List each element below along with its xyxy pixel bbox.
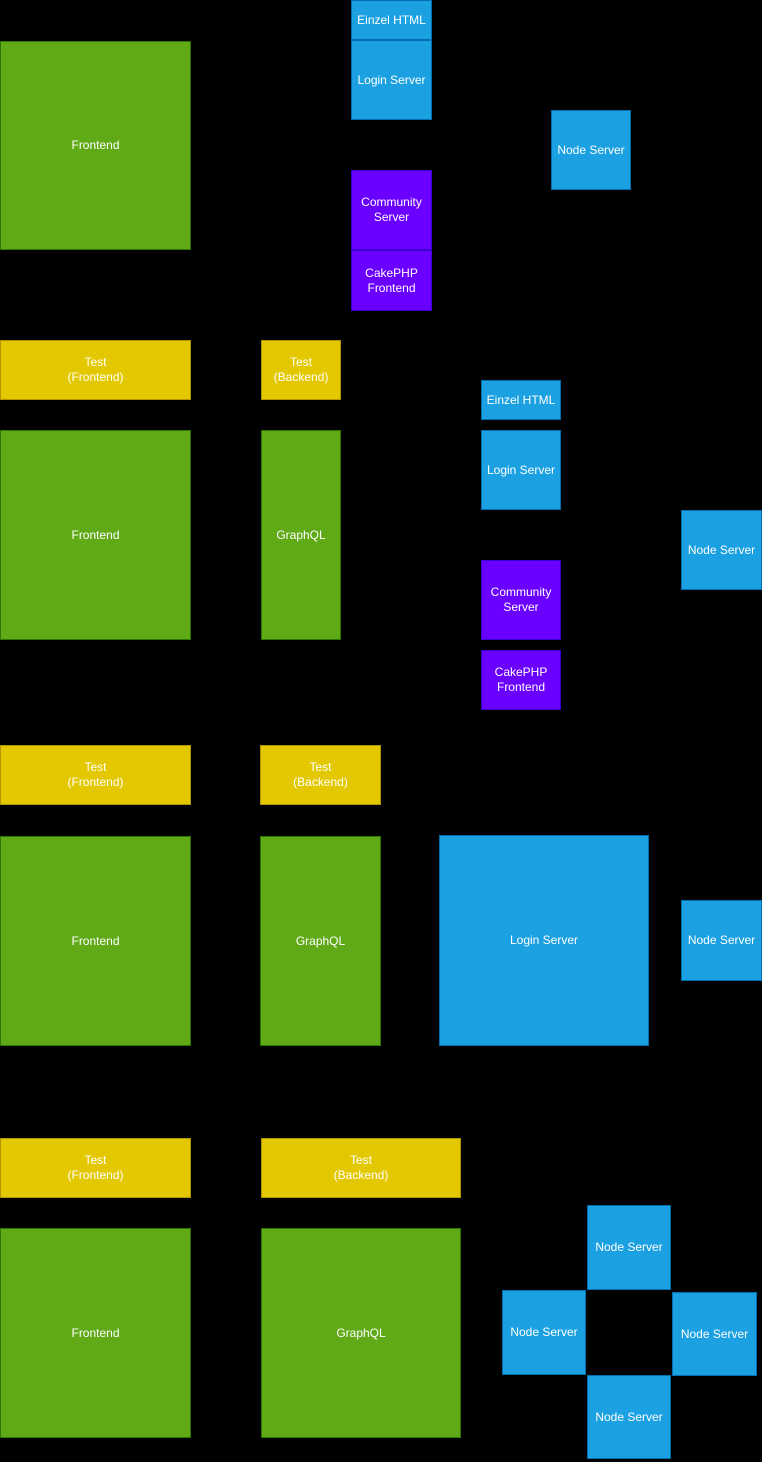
node-einzel-html: Einzel HTML: [351, 0, 432, 40]
node-frontend: Frontend: [0, 1228, 191, 1438]
node-graphql: GraphQL: [261, 430, 341, 640]
node-frontend: Frontend: [0, 430, 191, 640]
node-node-server-bottom: Node Server: [587, 1375, 671, 1459]
node-test-backend: Test (Backend): [261, 340, 341, 400]
node-node-server-top: Node Server: [587, 1205, 671, 1290]
node-test-frontend: Test (Frontend): [0, 340, 191, 400]
node-login-server: Login Server: [351, 40, 432, 120]
node-einzel-html: Einzel HTML: [481, 380, 561, 420]
node-login-server: Login Server: [481, 430, 561, 510]
node-cakephp-frontend: CakePHP Frontend: [351, 250, 432, 311]
node-node-server: Node Server: [681, 900, 762, 981]
node-test-frontend: Test (Frontend): [0, 1138, 191, 1198]
node-community-server: Community Server: [351, 170, 432, 250]
node-test-backend: Test (Backend): [261, 1138, 461, 1198]
node-node-server-left: Node Server: [502, 1290, 586, 1375]
node-frontend: Frontend: [0, 41, 191, 250]
node-node-server: Node Server: [551, 110, 631, 190]
node-graphql: GraphQL: [261, 1228, 461, 1438]
node-node-server: Node Server: [681, 510, 762, 590]
node-graphql: GraphQL: [260, 836, 381, 1046]
node-node-server-right: Node Server: [672, 1292, 757, 1376]
node-test-backend: Test (Backend): [260, 745, 381, 805]
node-cakephp-frontend: CakePHP Frontend: [481, 650, 561, 710]
node-frontend: Frontend: [0, 836, 191, 1046]
node-test-frontend: Test (Frontend): [0, 745, 191, 805]
node-community-server: Community Server: [481, 560, 561, 640]
node-login-server: Login Server: [439, 835, 649, 1046]
